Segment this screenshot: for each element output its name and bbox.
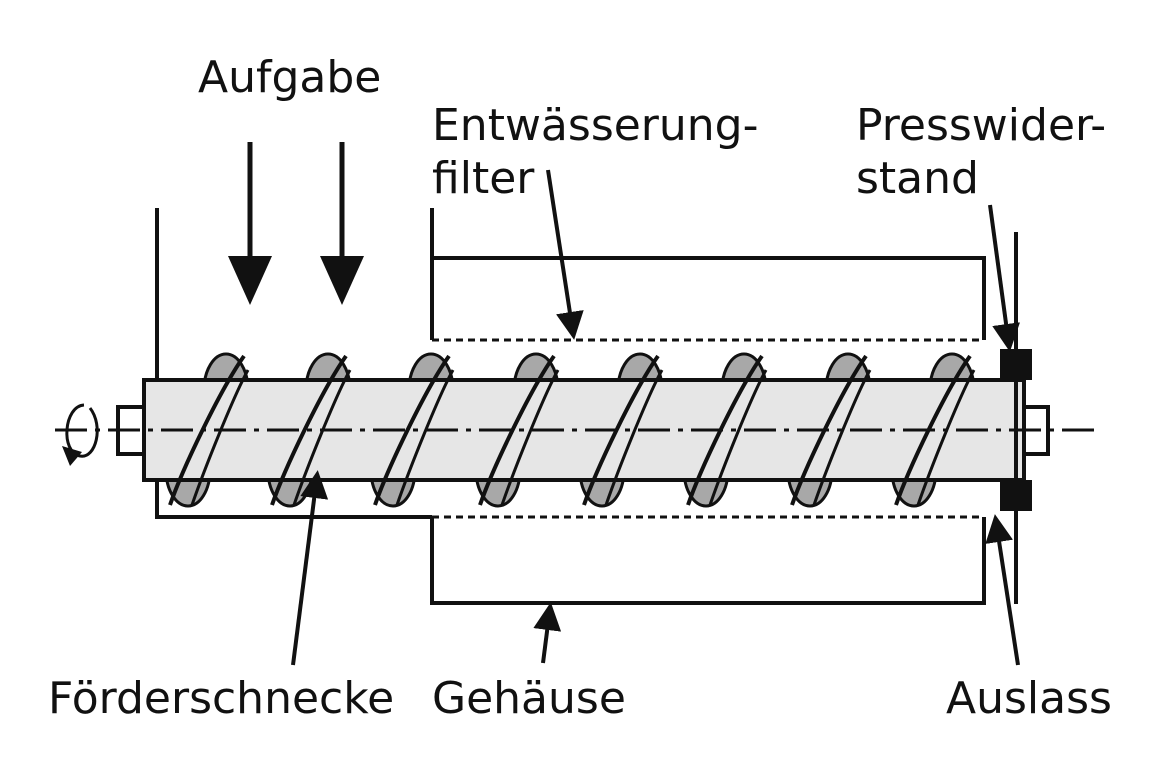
feed-label: Aufgabe bbox=[198, 52, 381, 103]
screw-flight-edge bbox=[373, 354, 451, 506]
screw-flight-edge bbox=[500, 369, 560, 506]
screw-flight-edge bbox=[478, 354, 556, 506]
screw-flight-edge bbox=[812, 369, 872, 506]
filter-box-top bbox=[430, 208, 986, 340]
resistance-leader bbox=[988, 204, 1020, 352]
filter-leader bbox=[546, 169, 584, 340]
screw-label: Förderschnecke bbox=[48, 673, 394, 724]
screw-flight-edge bbox=[916, 369, 976, 506]
resistance-label-line1: Presswider- bbox=[856, 100, 1106, 151]
filter-label-line1: Entwässerung- bbox=[432, 100, 758, 151]
screw-flight-edge bbox=[708, 369, 768, 506]
housing-label: Gehäuse bbox=[432, 673, 626, 724]
resistance-label-line2: stand bbox=[856, 153, 979, 204]
outlet-label: Auslass bbox=[946, 673, 1112, 724]
screw-flight-edge bbox=[190, 369, 250, 506]
housing-lower-box bbox=[430, 517, 986, 605]
housing-leader bbox=[533, 602, 562, 664]
filter-label-line2: filter bbox=[432, 153, 535, 204]
housing-inlet-wall bbox=[155, 208, 432, 519]
feed-arrow-icon bbox=[320, 142, 364, 305]
screw-leader bbox=[291, 470, 329, 666]
screw-flight-edge bbox=[604, 369, 664, 506]
screw-flight-edge bbox=[292, 369, 352, 506]
feed-arrow-icon bbox=[228, 142, 272, 305]
rotation-arrow-icon bbox=[62, 403, 99, 466]
outlet-leader bbox=[985, 514, 1020, 666]
screw-flight-edge bbox=[270, 354, 348, 506]
screw-flight-edge bbox=[395, 369, 455, 506]
